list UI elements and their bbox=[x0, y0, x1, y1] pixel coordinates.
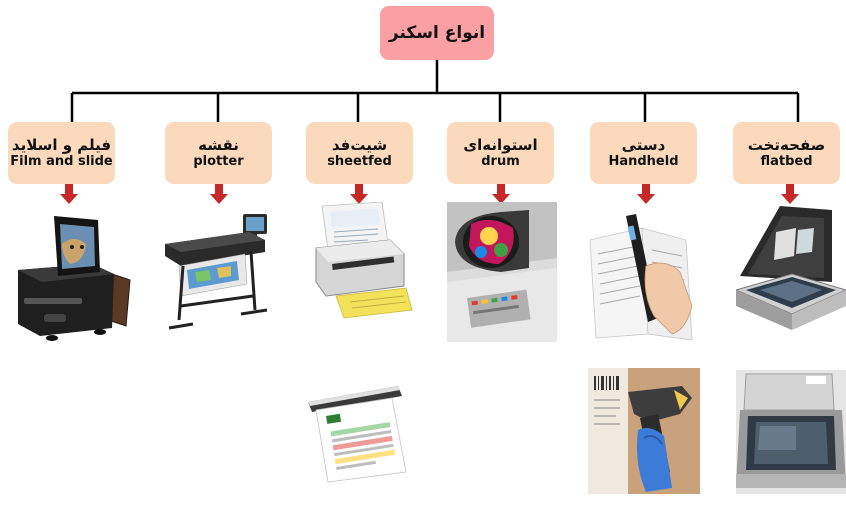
category-label-en: sheetfed bbox=[327, 154, 392, 170]
root-node: انواع اسکنر bbox=[380, 6, 494, 60]
down-arrow-icon bbox=[60, 184, 78, 204]
category-label-fa: نقشه bbox=[198, 135, 239, 154]
category-label-en: Handheld bbox=[608, 154, 679, 170]
category-plotter: نقشه plotter bbox=[165, 122, 272, 184]
category-handheld: دستی Handheld bbox=[590, 122, 697, 184]
category-label-en: plotter bbox=[193, 154, 244, 170]
film-slide-scanner-image bbox=[18, 216, 131, 341]
barcode-scanner-image bbox=[588, 368, 700, 494]
down-arrow-icon bbox=[781, 184, 799, 204]
down-arrow-icon bbox=[637, 184, 655, 204]
category-label-fa: صفحه‌تخت bbox=[747, 135, 826, 154]
category-film-slide: فیلم و اسلاید Film and slide bbox=[8, 122, 115, 184]
flatbed-scanner-image bbox=[736, 206, 846, 330]
down-arrow-icon bbox=[350, 184, 368, 204]
category-flatbed: صفحه‌تخت flatbed bbox=[733, 122, 840, 184]
handheld-scanner-image bbox=[589, 214, 693, 341]
category-label-fa: شیت‌فد bbox=[331, 135, 388, 154]
portable-sheetfed-scanner-image bbox=[308, 386, 407, 483]
category-label-fa: استوانه‌ای bbox=[463, 135, 538, 154]
flatbed-scanner-open-image bbox=[736, 370, 846, 494]
category-label-fa: فیلم و اسلاید bbox=[11, 135, 112, 154]
category-label-en: Film and slide bbox=[10, 154, 113, 170]
category-drum: استوانه‌ای drum bbox=[447, 122, 554, 184]
sheetfed-scanner-image bbox=[315, 202, 413, 319]
down-arrow-icon bbox=[492, 184, 510, 204]
drum-scanner-image bbox=[447, 202, 557, 342]
down-arrow-icon bbox=[210, 184, 228, 204]
category-label-fa: دستی bbox=[621, 135, 666, 154]
category-label-en: flatbed bbox=[760, 154, 813, 170]
category-sheetfed: شیت‌فد sheetfed bbox=[306, 122, 413, 184]
plotter-scanner-image bbox=[165, 214, 268, 330]
category-label-en: drum bbox=[481, 154, 520, 170]
root-label: انواع اسکنر bbox=[388, 23, 486, 43]
